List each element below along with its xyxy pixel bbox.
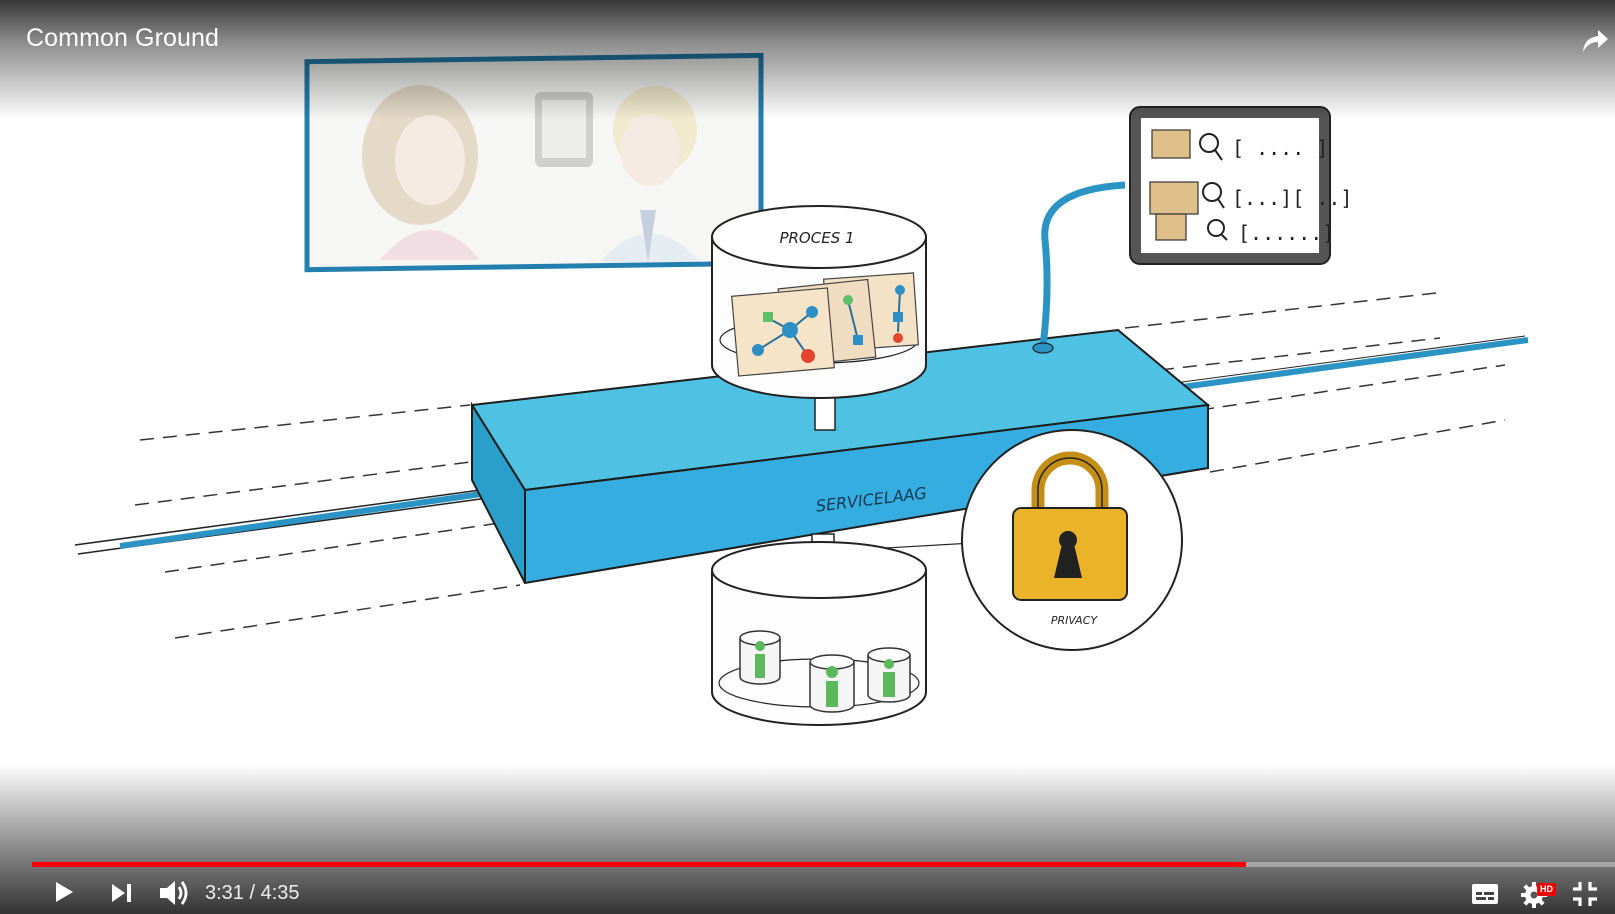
share-arrow-icon[interactable] bbox=[1580, 26, 1610, 56]
next-icon[interactable] bbox=[108, 881, 134, 905]
process-label: PROCES 1 bbox=[779, 229, 854, 247]
time-display: 3:31 / 4:35 bbox=[205, 882, 300, 904]
process-cylinder: PROCES 1 bbox=[711, 205, 927, 399]
exit-fullscreen-icon[interactable] bbox=[1570, 879, 1600, 909]
process-cards bbox=[731, 272, 920, 377]
privacy-label: PRIVACY bbox=[1051, 614, 1099, 627]
monitor-cable bbox=[1039, 181, 1126, 347]
info-jars bbox=[739, 630, 911, 713]
svg-text:[......]: [......] bbox=[1238, 221, 1334, 245]
svg-text:[...][ ..]: [...][ ..] bbox=[1232, 186, 1352, 210]
search-monitor: [ .... ] [...][ ..] [......] bbox=[1129, 106, 1352, 265]
subtitles-icon[interactable] bbox=[1470, 881, 1500, 907]
progress-bar[interactable] bbox=[32, 862, 1615, 867]
hd-badge: HD bbox=[1537, 883, 1556, 896]
data-cylinder bbox=[711, 541, 927, 726]
svg-text:[ .... ]: [ .... ] bbox=[1232, 136, 1328, 160]
privacy-bubble: PRIVACY bbox=[961, 429, 1183, 651]
dashed-lines bbox=[134, 291, 1506, 639]
right-cable bbox=[1174, 335, 1529, 391]
play-icon[interactable] bbox=[48, 877, 78, 907]
wall-screen bbox=[304, 52, 764, 273]
progress-played bbox=[32, 862, 1247, 867]
video-title[interactable]: Common Ground bbox=[26, 24, 220, 52]
volume-icon[interactable] bbox=[157, 877, 191, 909]
